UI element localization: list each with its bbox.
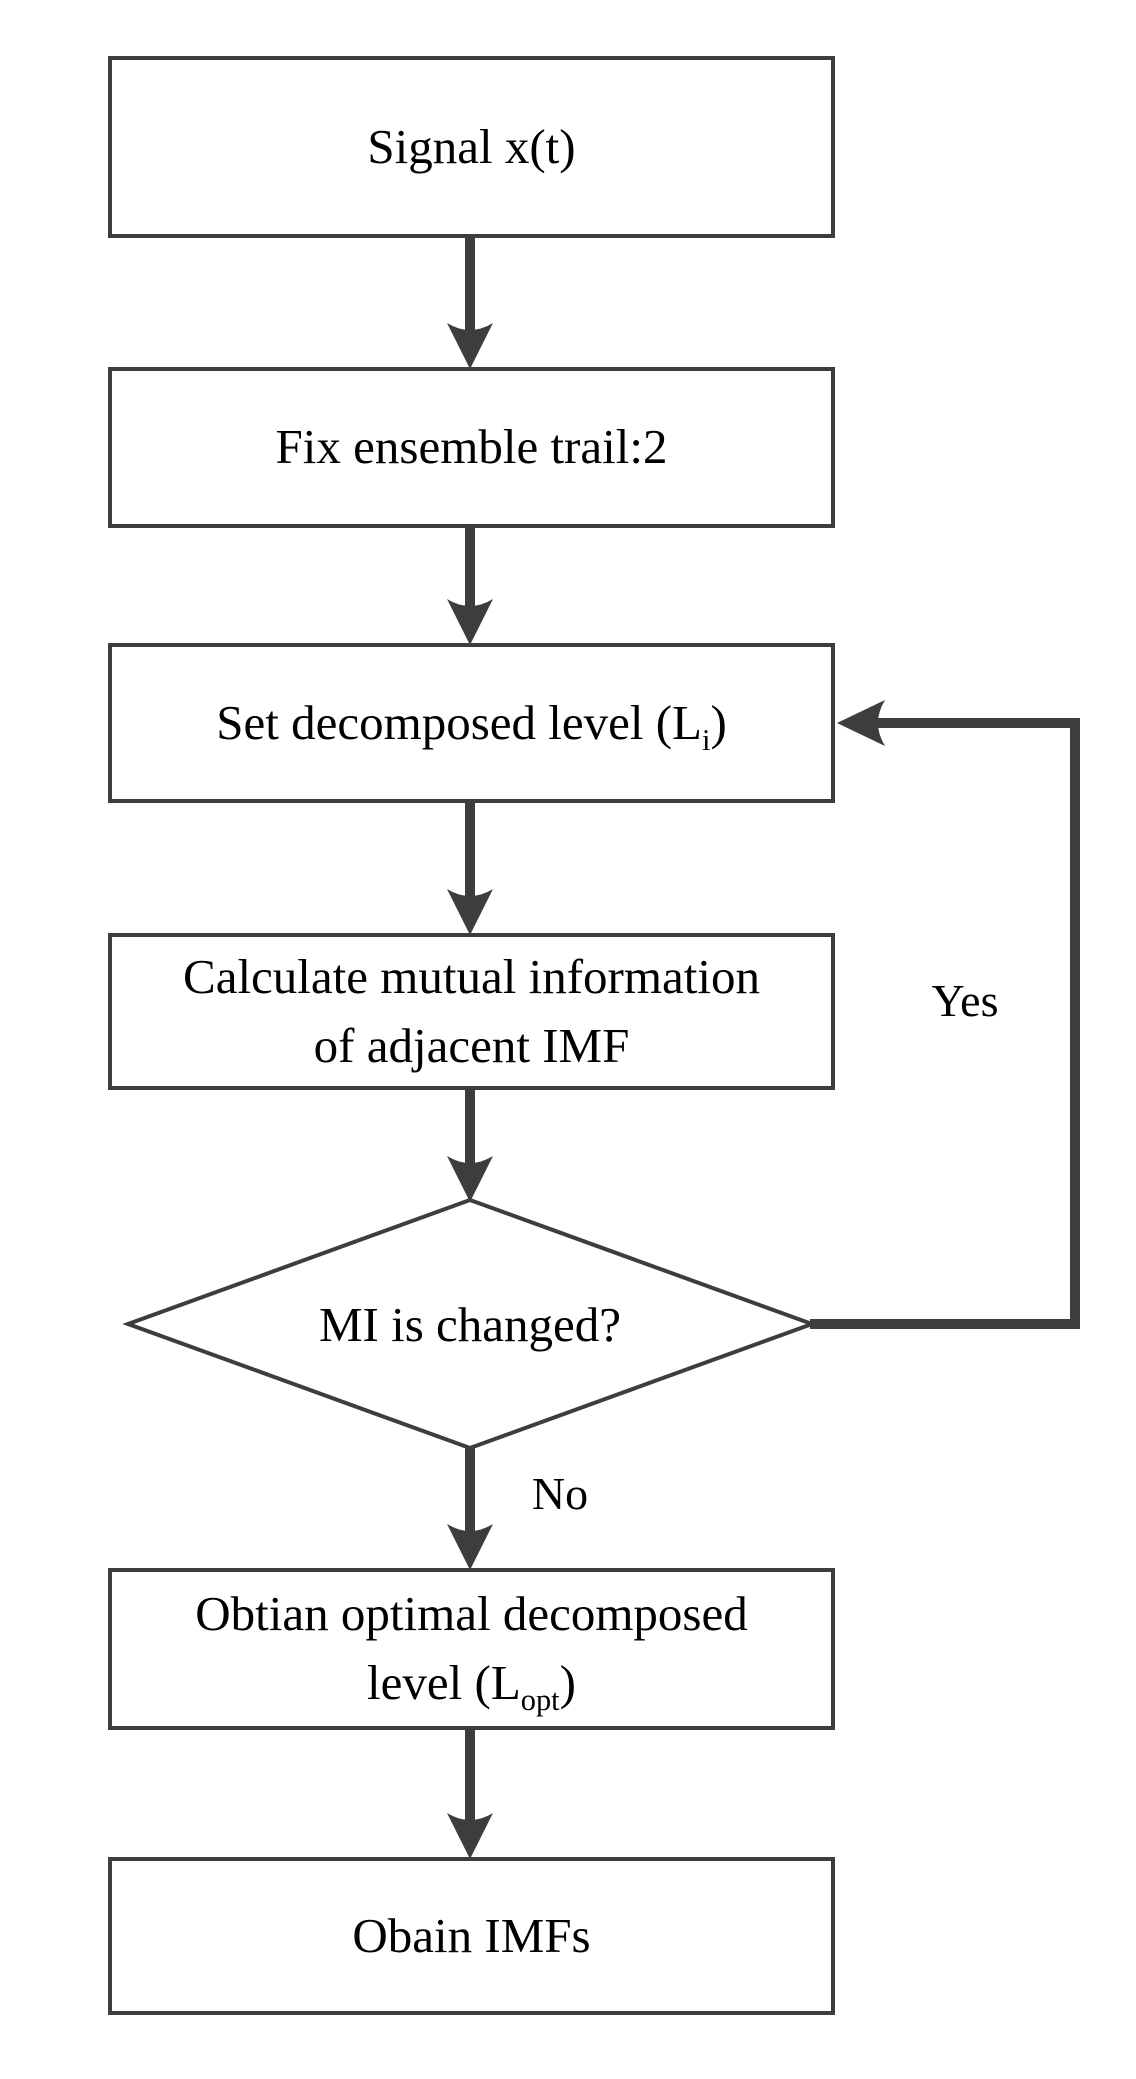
arrowhead-down: [447, 1524, 493, 1570]
edge-ensemble-to-level: [447, 528, 493, 645]
node-decision-label: MI is changed?: [318, 1296, 622, 1352]
node-optimal-level: Obtian optimal decomposed level (Lopt): [108, 1568, 835, 1730]
edge-signal-to-ensemble: [447, 238, 493, 369]
edge-level-to-mi: [447, 803, 493, 935]
node-calculate-mutual-information: Calculate mutual information of adjacent…: [108, 933, 835, 1090]
node-optimal-level-line1: Obtian optimal decomposed: [195, 1586, 748, 1642]
arrowhead-left: [837, 700, 885, 746]
edge-yes-loop: [810, 700, 1080, 1329]
arrowhead-down: [447, 1813, 493, 1859]
edge-decision-to-optimal: [447, 1448, 493, 1570]
edge-label-no: No: [531, 1468, 589, 1519]
edge-label-yes: Yes: [931, 975, 999, 1026]
node-signal-label: Signal x(t): [367, 118, 576, 174]
node-obtain-imfs: Obain IMFs: [108, 1857, 835, 2015]
decision-diamond: [122, 1197, 818, 1451]
node-calculate-mutual-information-line1: Calculate mutual information: [183, 948, 760, 1004]
arrowhead-down: [447, 889, 493, 935]
node-set-decomposed-level-label: Set decomposed level (Li): [216, 694, 727, 757]
node-set-decomposed-level: Set decomposed level (Li): [108, 643, 835, 803]
arrowhead-down: [447, 599, 493, 645]
node-obtain-imfs-label: Obain IMFs: [352, 1907, 591, 1963]
arrowhead-down: [447, 323, 493, 369]
node-signal: Signal x(t): [108, 56, 835, 238]
node-calculate-mutual-information-line2: of adjacent IMF: [313, 1017, 630, 1073]
edge-mi-to-decision: [447, 1090, 493, 1202]
edge-optimal-to-imfs: [447, 1730, 493, 1859]
node-ensemble-trail-label: Fix ensemble trail:2: [275, 419, 668, 475]
node-ensemble-trail: Fix ensemble trail:2: [108, 367, 835, 528]
node-optimal-level-line2: level (Lopt): [367, 1655, 576, 1717]
arrowhead-down: [447, 1156, 493, 1202]
